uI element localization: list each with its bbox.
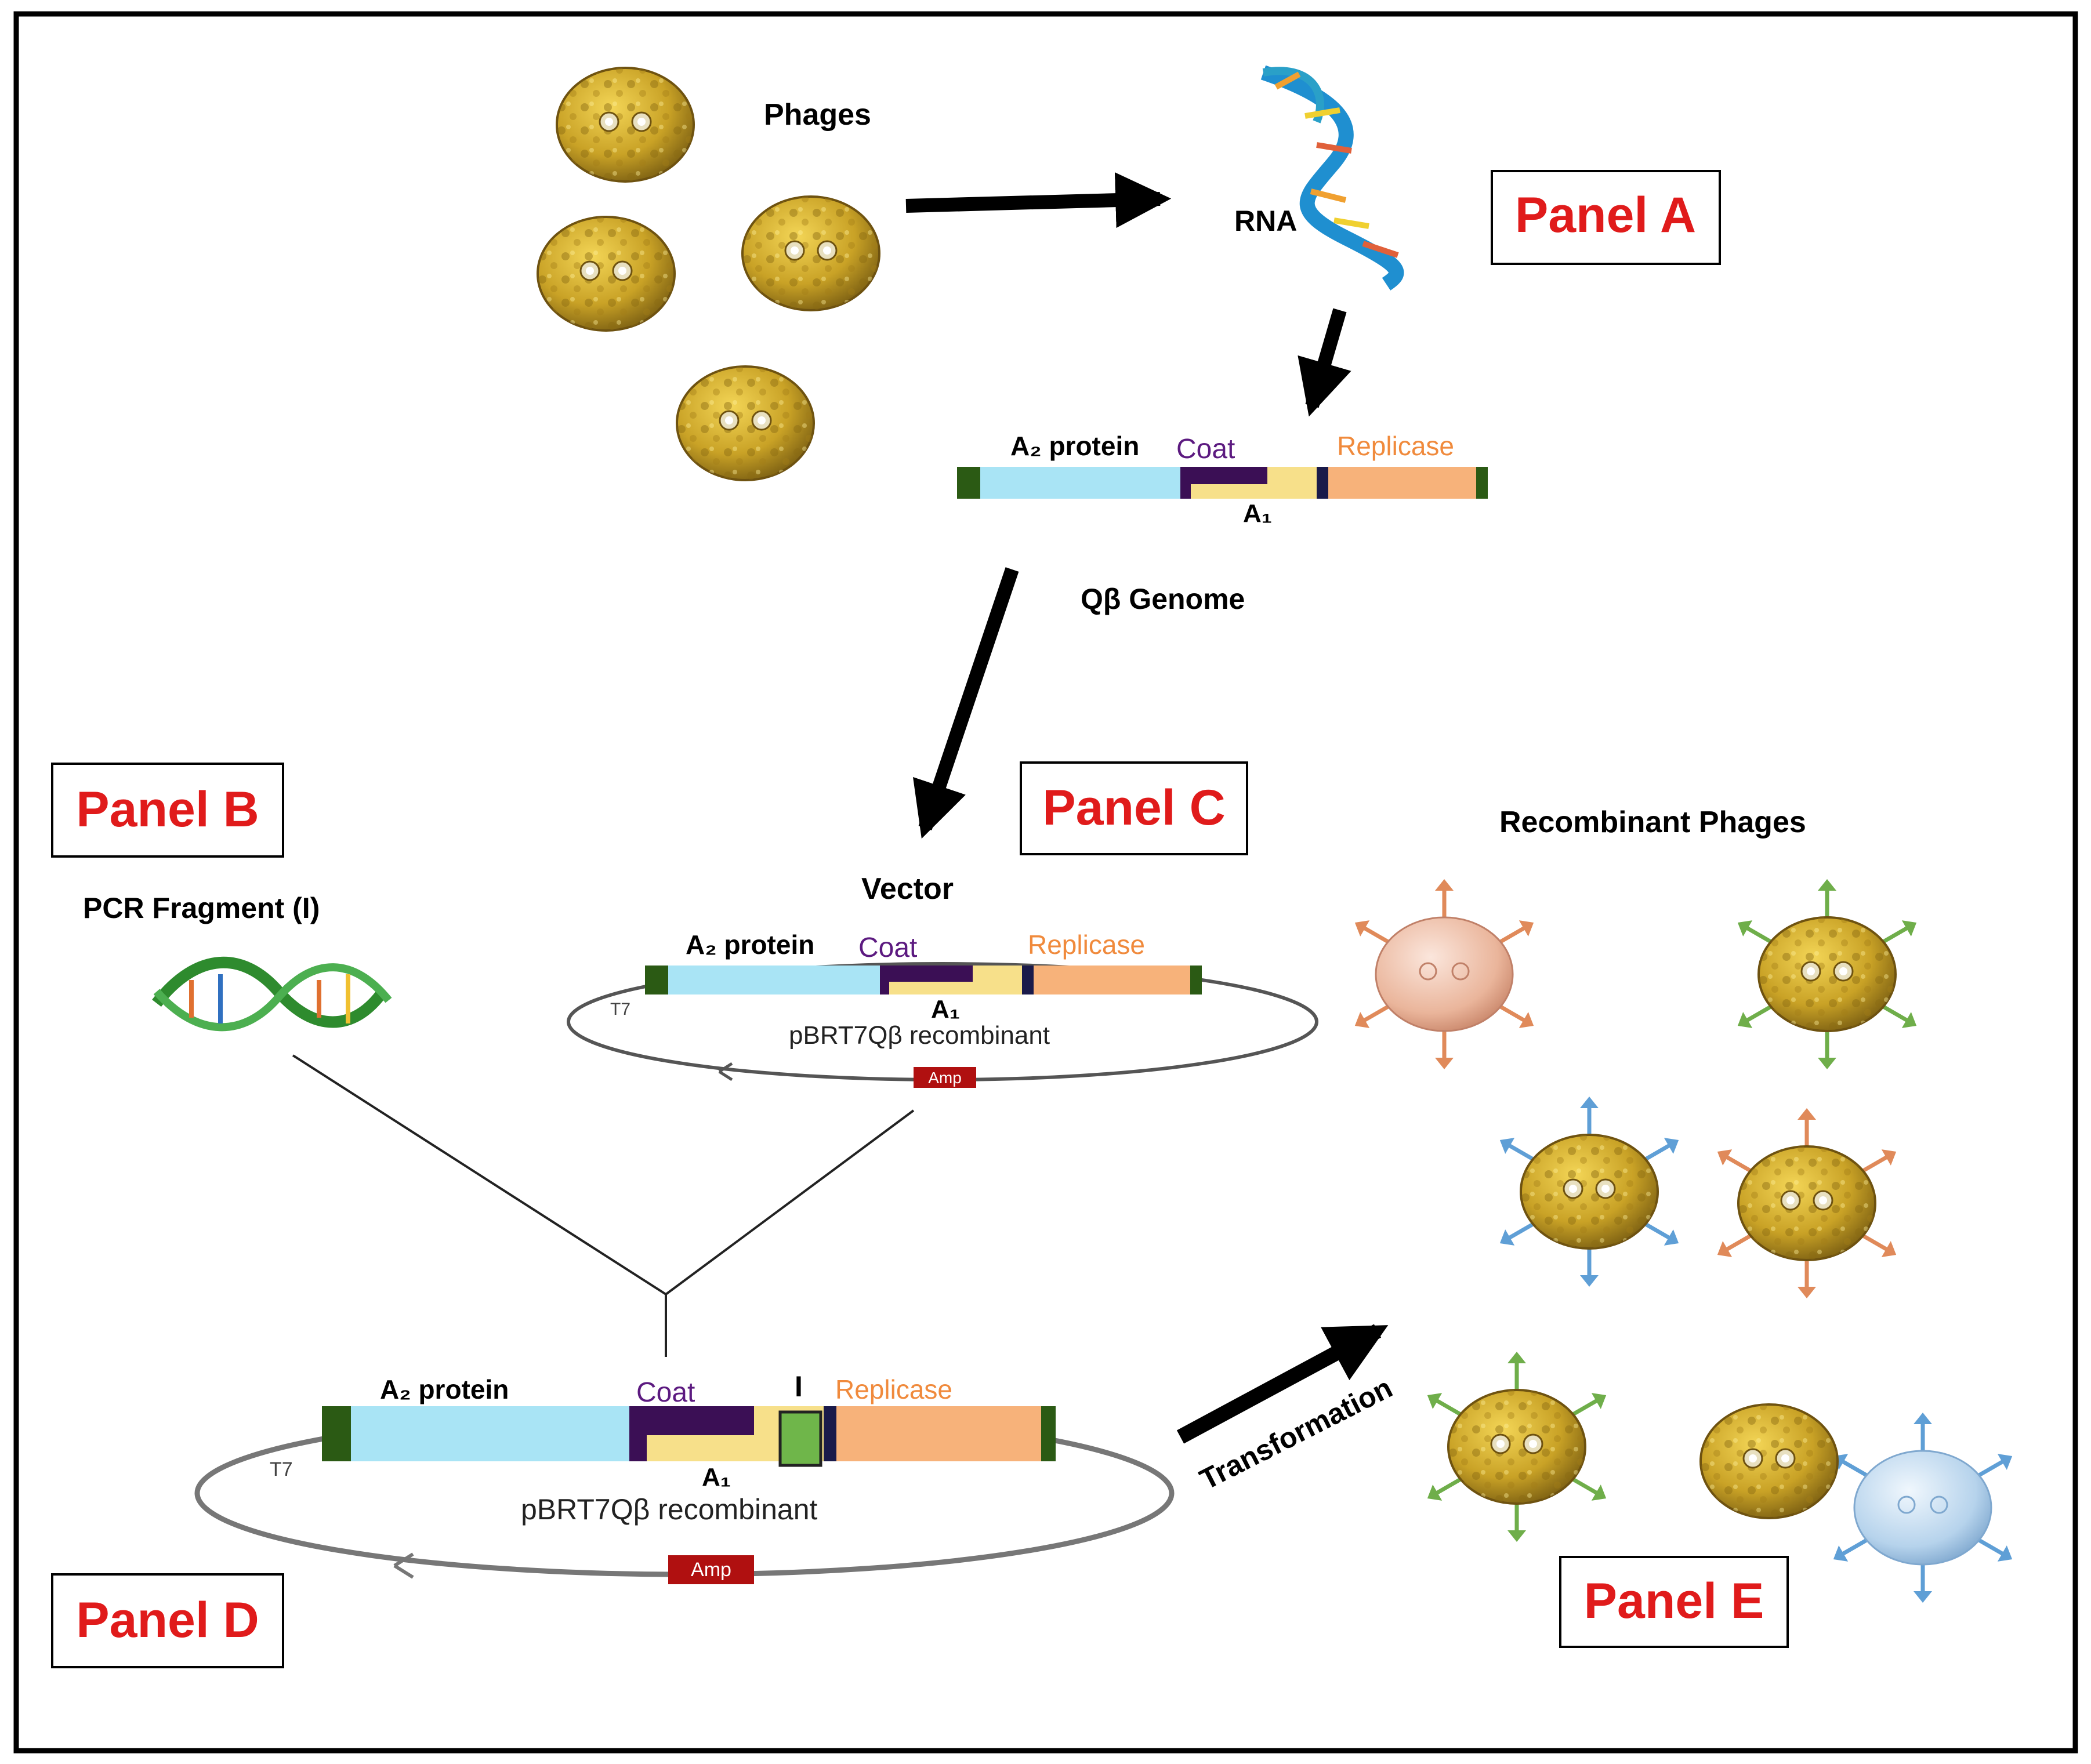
vector-replicase-segment xyxy=(1034,966,1190,994)
recombinant-a2-segment xyxy=(351,1406,629,1461)
phage-capsid-icon xyxy=(537,216,676,332)
vector-name-label: pBRT7Qβ recombinant xyxy=(789,1021,1050,1050)
figure-border xyxy=(13,11,2078,1754)
recombinant-plasmid xyxy=(194,1406,1175,1584)
vector-a2-segment xyxy=(668,966,880,994)
vector-amp-marker xyxy=(914,1067,976,1088)
recombinant-phage-icon xyxy=(1733,879,1921,1069)
genome-a1-label: A₁ xyxy=(1243,499,1272,528)
recombinant-name-label: pBRT7Qβ recombinant xyxy=(521,1493,818,1526)
recombinant-coat-label: Coat xyxy=(636,1377,695,1408)
genome-arrow xyxy=(1298,308,1351,417)
transformation-arrow xyxy=(1176,1324,1389,1444)
ligation-line-right xyxy=(665,1109,915,1295)
panel-c-box xyxy=(1020,761,1248,855)
panel-a-title: Panel A xyxy=(1515,187,1696,243)
dna-helix-icon xyxy=(152,956,392,1032)
vector-label: Vector xyxy=(861,872,954,906)
vector-a2-label: A₂ protein xyxy=(686,930,814,960)
genome-coat-segment xyxy=(1180,467,1267,484)
phage-capsid-icon xyxy=(676,365,815,481)
genome-map xyxy=(957,467,1488,499)
recombinant-coat-segment xyxy=(629,1406,754,1435)
genome-spacer xyxy=(1317,467,1328,499)
panel-d-box xyxy=(51,1573,284,1668)
vector-plasmid xyxy=(567,962,1318,1088)
panel-d-title: Panel D xyxy=(76,1592,259,1648)
vector-a1-label: A₁ xyxy=(931,995,960,1023)
vector-amp-label: Amp xyxy=(928,1069,962,1087)
phages-label: Phages xyxy=(764,98,871,132)
genome-coat-label: Coat xyxy=(1176,434,1235,464)
recombinant-amp-label: Amp xyxy=(691,1559,731,1581)
recombinant-phage-icon xyxy=(1495,1097,1683,1287)
genome-replicase-label: Replicase xyxy=(1337,431,1454,461)
vector-replicase-label: Replicase xyxy=(1028,930,1145,960)
recombinant-phage-icon xyxy=(1829,1413,2017,1603)
ligation-line-left xyxy=(292,1054,667,1295)
genome-a2-label: A₂ protein xyxy=(1010,431,1139,461)
panel-e-title: Panel E xyxy=(1584,1573,1764,1629)
recombinant-phage-icon xyxy=(1713,1108,1901,1298)
recombinant-replicase-label: Replicase xyxy=(835,1374,952,1404)
cloning-arrow xyxy=(912,567,1019,839)
recombinant-phage-icon xyxy=(1423,1352,1611,1542)
genome-replicase-segment xyxy=(1328,467,1476,499)
genome-end-cap-right xyxy=(1476,467,1488,499)
recombinant-a1-label: A₁ xyxy=(702,1463,731,1491)
genome-end-cap-left xyxy=(957,467,980,499)
genome-label: Qβ Genome xyxy=(1081,583,1245,615)
phage-capsid-icon xyxy=(741,195,880,311)
vector-t7-label: T7 xyxy=(610,1000,630,1019)
recombinant-insert-segment xyxy=(778,1410,822,1467)
panel-a-box xyxy=(1491,170,1721,265)
recombinant-a2-label: A₂ protein xyxy=(380,1374,509,1404)
extraction-arrow xyxy=(905,172,1172,228)
pcr-fragment-label: PCR Fragment (I) xyxy=(83,892,320,924)
recombinant-phage-icon xyxy=(1350,879,1538,1069)
panel-b-box xyxy=(51,763,284,858)
transformation-label: Transformation xyxy=(1195,1371,1398,1496)
vector-coat-segment xyxy=(880,966,973,982)
phage-capsid-icon xyxy=(556,67,695,183)
panel-e-box xyxy=(1559,1556,1789,1648)
recombinant-t7-label: T7 xyxy=(270,1458,293,1480)
rna-helix-icon xyxy=(1260,65,1404,291)
recombinant-phages-label: Recombinant Phages xyxy=(1499,805,1806,839)
recombinant-amp-marker xyxy=(668,1555,754,1584)
vector-coat-label: Coat xyxy=(858,932,917,963)
panel-c-title: Panel C xyxy=(1042,780,1225,836)
recombinant-insert-label: I xyxy=(795,1370,803,1403)
panel-b-title: Panel B xyxy=(76,782,259,837)
phage-capsid-icon xyxy=(1699,1403,1839,1519)
recombinant-replicase-segment xyxy=(836,1406,1041,1461)
genome-a2-segment xyxy=(980,467,1180,499)
rna-label: RNA xyxy=(1234,205,1297,237)
